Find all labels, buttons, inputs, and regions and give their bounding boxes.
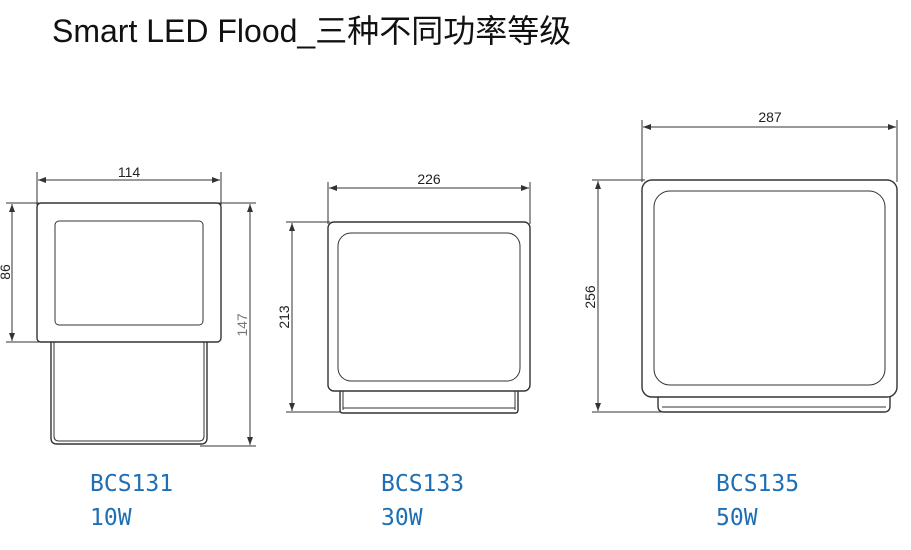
drawing-bcs135: 287 256 [582, 109, 898, 413]
lamp-body [36, 202, 222, 343]
product-label-bcs131: BCS131 10W [90, 467, 173, 535]
mount-base [339, 391, 519, 414]
model-name: BCS135 [716, 471, 800, 497]
power-rating: 50W [716, 505, 758, 531]
total-height-dimension: 147 [234, 313, 250, 337]
lamp-body [641, 179, 898, 398]
width-dimension: 114 [118, 164, 141, 180]
height-dimension: 86 [0, 264, 13, 280]
product-label-bcs135: BCS135 50W [716, 467, 799, 535]
lens [337, 232, 521, 382]
height-dimension: 213 [276, 305, 292, 329]
lens [54, 220, 204, 326]
mount-bracket [50, 342, 208, 445]
lamp-body [327, 221, 531, 392]
width-dimension: 287 [758, 109, 782, 125]
height-dimension: 256 [582, 285, 598, 309]
lens [653, 190, 886, 386]
width-dimension: 226 [417, 171, 441, 187]
power-rating: 10W [90, 505, 132, 531]
product-label-bcs133: BCS133 30W [381, 467, 464, 535]
drawing-bcs133: 226 213 [276, 171, 531, 414]
mount-base [657, 397, 891, 413]
model-name: BCS133 [381, 471, 465, 497]
power-rating: 30W [381, 505, 423, 531]
drawing-bcs131: 114 86 147 [0, 164, 256, 447]
slide-title: Smart LED Flood_三种不同功率等级 [52, 13, 572, 49]
model-name: BCS131 [90, 471, 174, 497]
